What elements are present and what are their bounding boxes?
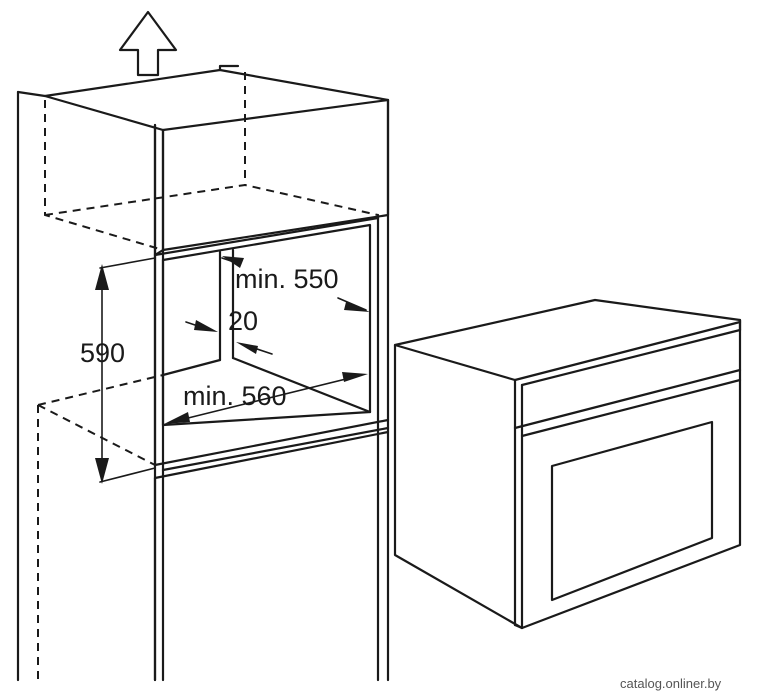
watermark-text: catalog.onliner.by (620, 676, 722, 691)
lower-cabinet (153, 430, 390, 682)
dimension-depth-label: min. 550 (235, 264, 339, 294)
oven-niche (37, 216, 390, 680)
oven-door-window (550, 420, 714, 602)
dimension-width-label: min. 560 (183, 381, 287, 411)
oven-appliance (393, 298, 742, 630)
dimension-gap-label: 20 (228, 306, 258, 336)
dimension-height (95, 257, 156, 484)
dimension-depth (221, 256, 370, 312)
dimension-gap (185, 320, 273, 355)
upper-cabinet-box (43, 68, 390, 257)
dimension-height-label: 590 (80, 338, 125, 368)
ventilation-arrow-icon (118, 10, 178, 77)
cabinet-left-panel (16, 90, 165, 682)
dimension-width (164, 372, 368, 424)
